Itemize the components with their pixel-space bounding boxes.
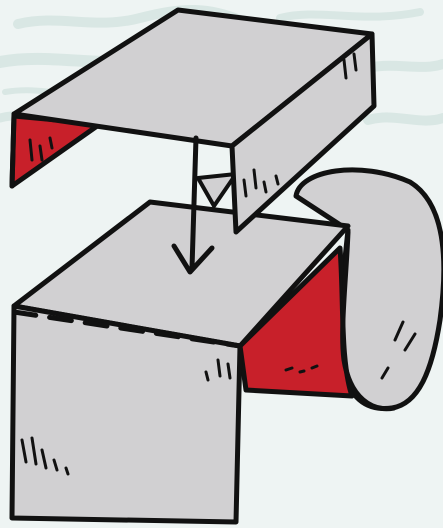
connector-wedge [198,174,236,206]
